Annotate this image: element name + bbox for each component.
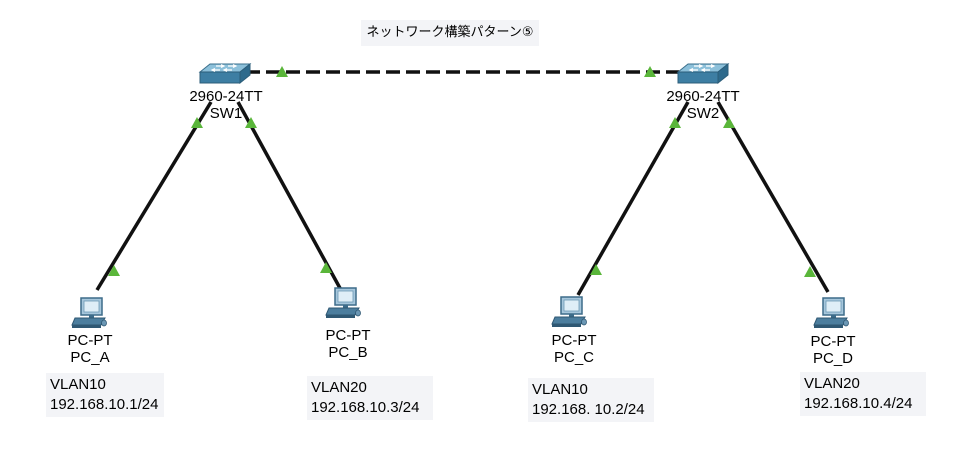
port-up-icon (191, 117, 203, 128)
port-up-icon (108, 265, 120, 276)
diagram-title: ネットワーク構築パターン⑤ (361, 20, 539, 46)
pc-label-pc-b: PC-PT PC_B (326, 327, 371, 361)
pc-label-pc-c: PC-PT PC_C (552, 332, 597, 366)
port-up-icon (723, 117, 735, 128)
links-layer (95, 70, 830, 296)
switch-label-sw2: 2960-24TT SW2 (666, 88, 739, 122)
port-up-icon (245, 117, 257, 128)
pc-type: PC-PT (67, 332, 113, 349)
link-sw1-pca[interactable] (95, 101, 213, 291)
link-sw2-pcd[interactable] (716, 101, 830, 293)
vlan-label: VLAN20 (804, 375, 860, 392)
switch-icon[interactable] (199, 63, 251, 84)
pc-name: PC_B (328, 344, 368, 361)
note-pc-a: VLAN10 192.168.10.1/24 (46, 373, 164, 417)
switch-name: SW1 (209, 105, 243, 122)
pc-name: PC_A (70, 349, 110, 366)
ip-label: 192.168.10.3/24 (311, 399, 420, 416)
switch-model: 2960-24TT (666, 88, 740, 105)
note-pc-c: VLAN10 192.168. 10.2/24 (528, 378, 654, 422)
ip-label: 192.168.10.1/24 (50, 396, 159, 413)
vlan-label: VLAN20 (311, 379, 367, 396)
pc-type: PC-PT (810, 333, 856, 350)
pc-name: PC_D (812, 350, 853, 367)
link-sw1-pcb[interactable] (236, 101, 343, 291)
port-up-icon (320, 262, 332, 273)
vlan-label: VLAN10 (532, 381, 588, 398)
vlan-label: VLAN10 (50, 376, 106, 393)
pc-icon[interactable] (325, 287, 362, 319)
port-status-layer (108, 66, 816, 277)
note-pc-b: VLAN20 192.168.10.3/24 (307, 376, 433, 420)
port-up-icon (669, 117, 681, 128)
ip-label: 192.168.10.4/24 (804, 395, 913, 412)
pc-icon[interactable] (551, 296, 588, 328)
port-up-icon (644, 66, 656, 77)
switch-model: 2960-24TT (189, 88, 263, 105)
pc-type: PC-PT (325, 327, 371, 344)
port-up-icon (276, 66, 288, 77)
pc-type: PC-PT (551, 332, 597, 349)
pc-label-pc-d: PC-PT PC_D (811, 333, 856, 367)
pc-name: PC_C (553, 349, 594, 366)
note-pc-d: VLAN20 192.168.10.4/24 (800, 372, 926, 416)
ip-label: 192.168. 10.2/24 (532, 401, 645, 418)
port-up-icon (590, 264, 602, 275)
pc-label-pc-a: PC-PT PC_A (68, 332, 113, 366)
pc-icon[interactable] (71, 297, 108, 329)
switch-label-sw1: 2960-24TT SW1 (189, 88, 262, 122)
switch-icon[interactable] (677, 63, 729, 84)
pc-icon[interactable] (813, 297, 850, 329)
switch-name: SW2 (686, 105, 720, 122)
port-up-icon (804, 266, 816, 277)
link-sw2-pcc[interactable] (576, 101, 690, 296)
